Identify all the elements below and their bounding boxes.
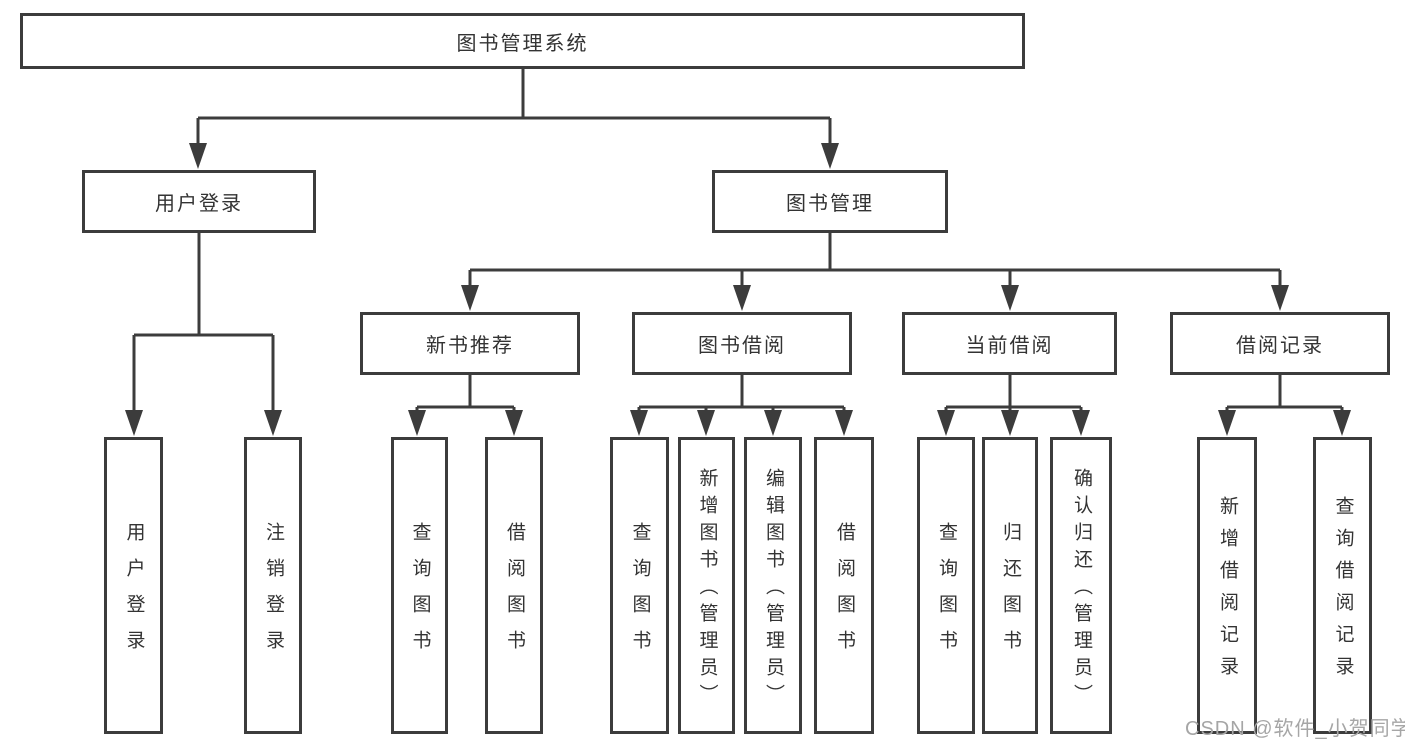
leaf-confirm-return-admin-label: 确认归还（管理员） — [1070, 468, 1092, 711]
leaf-return-books-label: 归还图书 — [999, 522, 1021, 666]
leaf-query-books-recommend-label: 查询图书 — [409, 522, 431, 666]
node-root-library-system: 图书管理系统 — [20, 13, 1025, 69]
node-book-borrow: 图书借阅 — [632, 312, 852, 375]
leaf-return-books: 归还图书 — [982, 437, 1038, 734]
leaf-query-borrow-record-label: 查询借阅记录 — [1332, 496, 1354, 688]
leaf-user-login: 用户登录 — [104, 437, 163, 734]
leaf-add-borrow-record-label: 新增借阅记录 — [1216, 496, 1238, 688]
leaf-logout-login-label: 注销登录 — [262, 522, 284, 666]
leaf-query-books-recommend: 查询图书 — [391, 437, 448, 734]
leaf-query-books-current-label: 查询图书 — [935, 522, 957, 666]
leaf-add-borrow-record: 新增借阅记录 — [1197, 437, 1257, 734]
node-current-borrow: 当前借阅 — [902, 312, 1117, 375]
node-new-book-recommend: 新书推荐 — [360, 312, 580, 375]
leaf-query-books-borrow: 查询图书 — [610, 437, 669, 734]
leaf-query-borrow-record: 查询借阅记录 — [1313, 437, 1372, 734]
leaf-query-books-borrow-label: 查询图书 — [629, 522, 651, 666]
node-borrow-records: 借阅记录 — [1170, 312, 1390, 375]
leaf-add-books-admin: 新增图书（管理员） — [678, 437, 735, 734]
leaf-borrow-books-recommend-label: 借阅图书 — [503, 522, 525, 666]
leaf-confirm-return-admin: 确认归还（管理员） — [1050, 437, 1112, 734]
arrowheads — [125, 143, 1351, 436]
leaf-user-login-label: 用户登录 — [123, 522, 145, 666]
leaf-borrow-books: 借阅图书 — [814, 437, 874, 734]
leaf-borrow-books-recommend: 借阅图书 — [485, 437, 543, 734]
leaf-query-books-current: 查询图书 — [917, 437, 975, 734]
leaf-borrow-books-label: 借阅图书 — [833, 522, 855, 666]
node-user-login: 用户登录 — [82, 170, 316, 233]
leaf-add-books-admin-label: 新增图书（管理员） — [696, 468, 718, 711]
leaf-edit-books-admin-label: 编辑图书（管理员） — [762, 468, 784, 711]
csdn-watermark: CSDN @软件_小贺同学 — [1185, 718, 1405, 740]
leaf-edit-books-admin: 编辑图书（管理员） — [744, 437, 802, 734]
leaf-logout-login: 注销登录 — [244, 437, 302, 734]
node-book-management: 图书管理 — [712, 170, 948, 233]
